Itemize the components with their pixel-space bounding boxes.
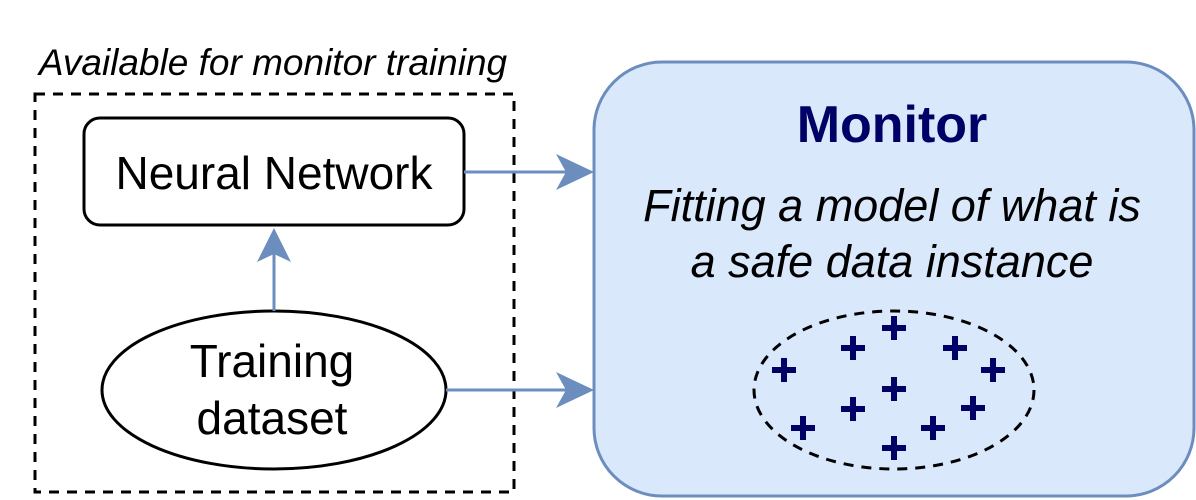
plus-marker: [772, 358, 796, 382]
arrow-dataset-to-network-head: [257, 228, 291, 262]
monitor-description-line1: Fitting a model of what is: [643, 180, 1141, 231]
neural-network-node: Neural Network: [82, 116, 466, 227]
training-dataset-node: Training dataset: [100, 309, 448, 471]
plus-marker: [961, 396, 985, 420]
plus-marker: [943, 336, 967, 360]
plus-marker: [841, 397, 865, 421]
plus-marker: [921, 416, 945, 440]
safe-data-region: [752, 309, 1036, 471]
monitor-description-line2: a safe data instance: [691, 236, 1094, 287]
plus-marker: [981, 358, 1005, 382]
plus-marker: [882, 316, 906, 340]
plus-marker: [841, 336, 865, 360]
arrow-dataset-to-network: [257, 228, 291, 311]
plus-marker: [882, 377, 906, 401]
arrow-network-to-monitor: [464, 154, 594, 190]
safe-data-points: [772, 316, 1005, 460]
monitor-node: Monitor Fitting a model of what is a saf…: [592, 60, 1196, 498]
plus-marker: [882, 436, 906, 460]
training-dataset-label-line1: Training: [190, 335, 354, 387]
neural-network-label: Neural Network: [116, 147, 434, 199]
training-dataset-label-line2: dataset: [197, 392, 348, 444]
monitor-title: Monitor: [797, 96, 988, 154]
plus-marker: [791, 416, 815, 440]
arrow-dataset-to-monitor-head: [556, 372, 594, 408]
arrow-network-to-monitor-head: [556, 154, 594, 190]
training-resources-container: [33, 92, 516, 494]
arrow-dataset-to-monitor: [446, 372, 594, 408]
monitor-box: [592, 60, 1196, 498]
caption-available-for-training: Available for monitor training: [37, 42, 508, 83]
